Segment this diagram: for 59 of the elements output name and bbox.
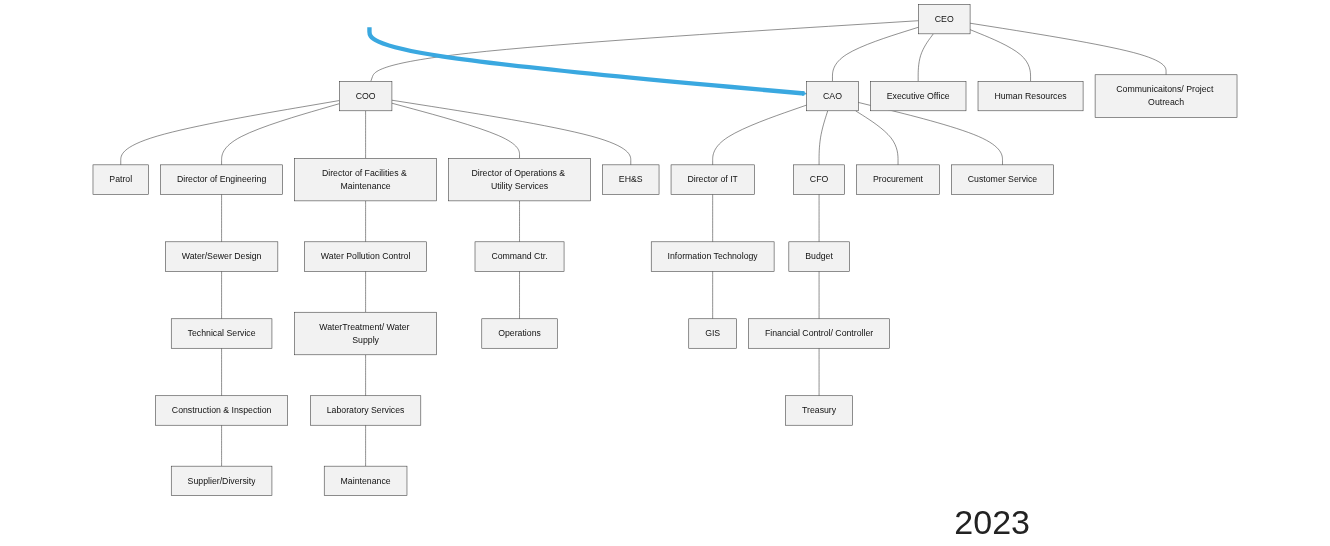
connector: [818, 110, 828, 166]
connector: [818, 347, 820, 396]
node-box: Financial Control/ Controller: [748, 318, 890, 349]
node-box: Construction & Inspection: [155, 395, 288, 426]
connector: [221, 347, 222, 396]
connector: [391, 102, 520, 159]
node-box: Director of IT: [670, 164, 755, 195]
node-box: Command Ctr.: [474, 241, 565, 272]
connector: [221, 271, 222, 320]
node-box: Operations: [481, 318, 558, 349]
connector: [519, 200, 520, 243]
node-box: Water/Sewer Design: [165, 241, 279, 272]
node-box: EH&S: [602, 164, 660, 195]
node-box: Laboratory Services: [310, 395, 422, 426]
connector: [818, 194, 820, 243]
node-box: Customer Service: [951, 164, 1054, 195]
node-box: WaterTreatment/ Water Supply: [294, 311, 437, 356]
node-box: CFO: [793, 164, 845, 195]
connector: [120, 100, 340, 166]
connector: [370, 20, 919, 82]
connector: [712, 104, 807, 166]
node-box: Director of Facilities & Maintenance: [294, 158, 437, 202]
node-box: CAO: [806, 81, 859, 112]
node-box: Water Pollution Control: [304, 241, 427, 272]
node-box: Patrol: [92, 164, 149, 195]
node-box: COO: [339, 81, 393, 112]
node-box: Maintenance: [323, 465, 408, 496]
node-box: GIS: [688, 318, 737, 349]
connector: [365, 354, 366, 396]
connector: [519, 271, 520, 320]
connector: [818, 271, 820, 320]
node-box: Budget: [788, 241, 850, 272]
node-box: Technical Service: [170, 318, 273, 349]
node-box: CEO: [918, 4, 971, 35]
node-box: Procurement: [856, 164, 940, 195]
connector: [969, 22, 1167, 76]
arrow: [367, 27, 807, 96]
node-box: Supplier/Diversity: [170, 465, 273, 496]
node-box: Information Technology: [650, 241, 775, 272]
connector: [365, 424, 366, 467]
connector: [221, 103, 340, 166]
connector: [365, 271, 366, 313]
node-box: Executive Office: [870, 81, 967, 112]
connector: [712, 194, 713, 243]
connector: [969, 29, 1031, 82]
node-box: Treasury: [785, 395, 853, 426]
connector: [391, 99, 632, 166]
connector: [221, 194, 222, 243]
connector: [365, 200, 366, 243]
connector: [365, 110, 366, 159]
connector: [712, 271, 713, 320]
connector: [832, 26, 919, 82]
year-label: 2023: [954, 503, 1030, 542]
connector: [221, 424, 222, 467]
node-box: Human Resources: [977, 81, 1084, 112]
node-box: Director of Engineering: [160, 164, 283, 195]
node-box: Communicaitons/ Project Outreach: [1094, 74, 1238, 118]
node-box: Director of Operations & Utility Services: [448, 158, 591, 202]
connector: [917, 33, 934, 82]
